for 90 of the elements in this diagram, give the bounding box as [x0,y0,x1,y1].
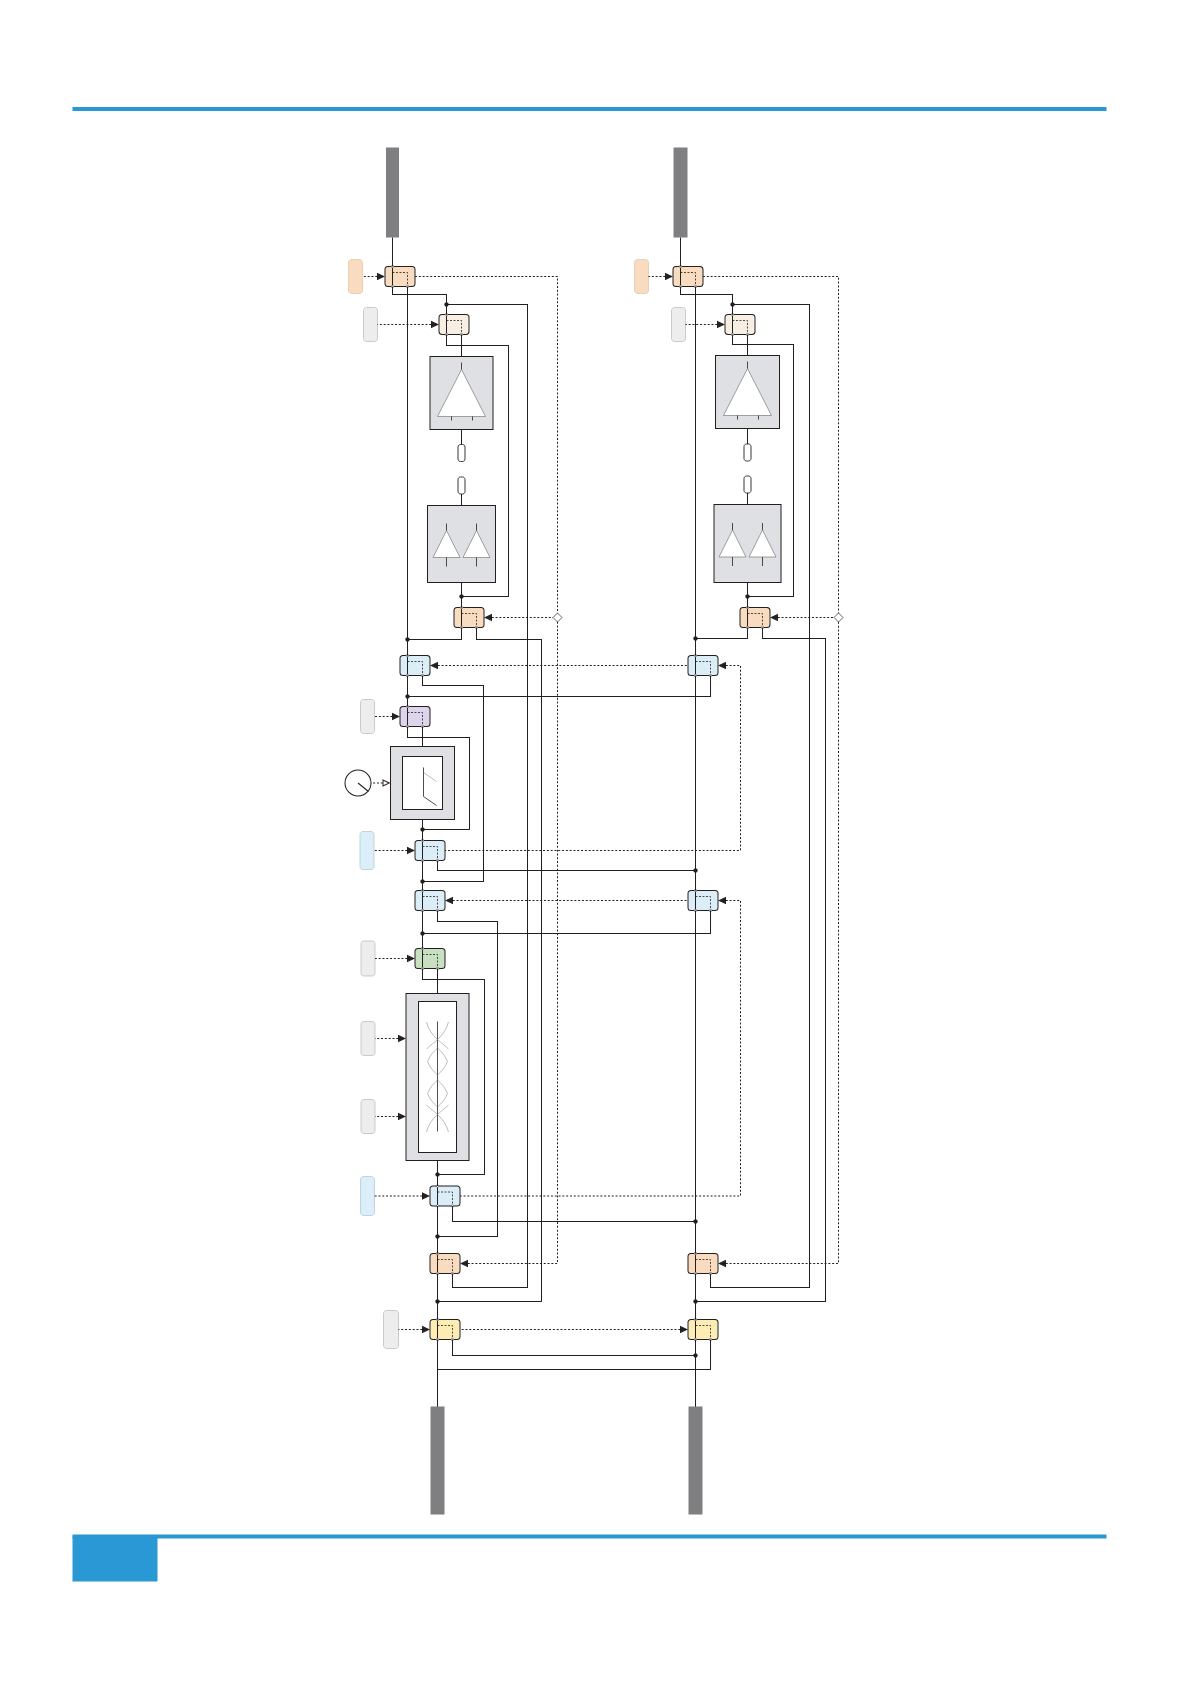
switch-box [399,653,431,678]
signal-line [437,1160,438,1187]
control-arrow [374,1192,430,1200]
switch-box [687,888,719,913]
switch-box [414,838,446,863]
output-bar [430,1406,445,1515]
signal-line [422,819,423,841]
signal-line [444,302,528,1288]
switch-box [399,704,431,729]
control-line [414,276,558,614]
control-pill [348,259,363,294]
switch-box [384,264,416,289]
input-bar [673,147,688,238]
control-arrow [374,1113,406,1120]
signal-line [747,492,748,505]
control-arrow [648,273,673,280]
control-arrow [373,847,415,854]
switch-box [429,1317,461,1342]
signal-line [680,237,681,267]
control-pill [671,307,686,342]
control-arrow [459,897,741,1197]
signal-line [422,860,423,891]
signal-line [461,334,462,357]
signal-line [695,1273,696,1320]
input-bar [386,147,399,238]
control-pill [360,940,376,977]
control-arrow [770,614,835,621]
signal-line [405,627,462,656]
control-pill [360,1176,375,1216]
signal-line [422,726,423,747]
switch-box [672,264,704,289]
signal-line [695,675,696,891]
control-arrow [484,614,554,621]
capsule [457,476,466,495]
switch-box [687,1251,719,1276]
control-arrow [398,1326,430,1333]
control-pill [360,1021,376,1056]
control-arrow [430,662,689,669]
signal-line [437,1205,438,1254]
switch-box [453,605,485,630]
control-arrow [685,321,725,328]
switch-box [414,888,446,913]
control-pill [383,1310,399,1349]
control-pill [359,831,375,870]
junction-diamond [833,612,844,623]
control-pill [363,307,378,342]
control-arrow [718,621,839,1267]
control-arrow [374,713,400,720]
control-arrow [460,621,558,1267]
control-arrow [459,1326,688,1333]
signal-line [446,334,509,608]
signal-line [405,675,711,707]
meter-dial [344,769,372,797]
switch-box [438,312,470,337]
control-pill [360,699,375,734]
signal-line [695,1339,696,1407]
switch-box [429,1251,461,1276]
signal-line [437,1273,438,1320]
control-arrow [445,897,689,904]
switch-box [414,946,446,971]
control-arrow [370,779,390,787]
signal-line [747,428,748,445]
control-pill [634,259,649,294]
signal-line [747,334,748,356]
switch-box [429,1184,461,1208]
output-bar [688,1406,703,1515]
control-pill [360,1099,376,1134]
switch-box [687,653,719,678]
control-arrow [374,955,415,962]
signal-line [437,968,438,994]
signal-line [710,302,810,1288]
signal-line [732,334,794,608]
switch-box [687,1317,719,1342]
signal-line [693,627,748,656]
signal-line [420,910,711,949]
signal-line [461,429,462,445]
junction-diamond [552,612,563,623]
capsule [743,443,752,462]
signal-line [392,237,393,267]
signal-line [461,493,462,506]
switch-box [724,312,756,337]
control-arrow [374,1035,406,1042]
capsule [457,444,466,462]
signal-line [695,910,696,1254]
control-arrow [444,662,741,851]
control-arrow [362,273,385,280]
capsule [743,475,752,494]
control-line [702,276,839,614]
control-arrow [377,321,439,328]
switch-box [739,605,771,630]
